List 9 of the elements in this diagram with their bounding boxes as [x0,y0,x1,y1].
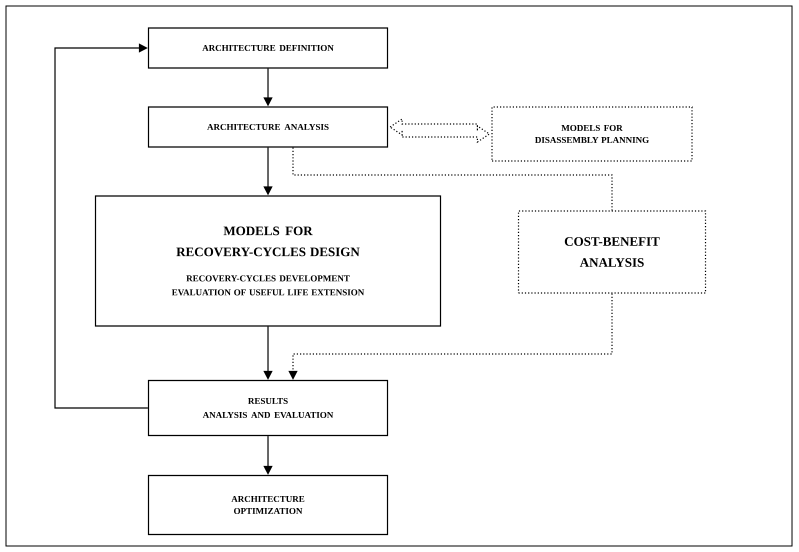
process-box: ARCHITECTURE DEFINITION [148,27,388,69]
connector-line [292,148,613,210]
process-box: RESULTS ANALYSIS AND EVALUATION [148,380,388,436]
process-box: ARCHITECTURE OPTIMIZATION [148,474,388,536]
process-box: ARCHITECTURE ANALYSIS [148,106,388,148]
arrow [54,43,148,409]
dotted-box: COST-BENEFIT ANALYSIS [518,210,706,294]
process-box: MODELS FOR RECOVERY-CYCLES DESIGN RECOVERY-CYCLES DEVELOPMENT EVALUATION OF USEFUL LIFE EXTENSION [94,195,442,327]
dotted-box: MODELS FOR DISASSEMBLY PLANNING [491,106,693,162]
